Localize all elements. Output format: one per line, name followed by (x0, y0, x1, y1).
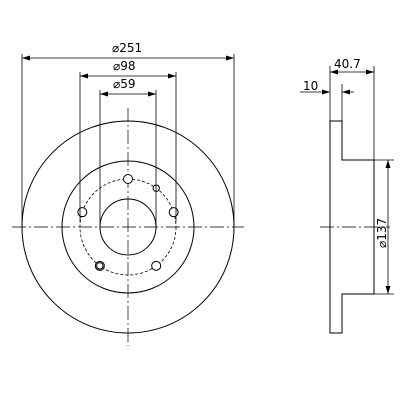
outer-diameter-label: ⌀251 (112, 41, 142, 55)
dim-bolt-circle: ⌀98 (79, 59, 177, 222)
bolt-hole (77, 207, 88, 218)
spigot-hole (96, 262, 104, 270)
dim-center-bore: ⌀59 (99, 77, 157, 227)
front-view (12, 108, 244, 346)
center-bore-label: ⌀59 (113, 77, 136, 91)
dim-hub-diameter: ⌀137 (374, 159, 394, 295)
dim-outer-diameter: ⌀251 (21, 41, 235, 227)
dim-overall-height: 40.7 (329, 57, 375, 160)
bolt-hole (168, 207, 179, 218)
bolt-hole (151, 260, 162, 271)
bolt-circle-label: ⌀98 (113, 59, 136, 73)
dim-disc-thickness: 10 (300, 79, 354, 121)
bolt-hole (123, 174, 133, 184)
overall-height-label: 40.7 (334, 57, 361, 71)
hub-diameter-label: ⌀137 (375, 218, 389, 248)
disc-thickness-label: 10 (303, 79, 318, 93)
